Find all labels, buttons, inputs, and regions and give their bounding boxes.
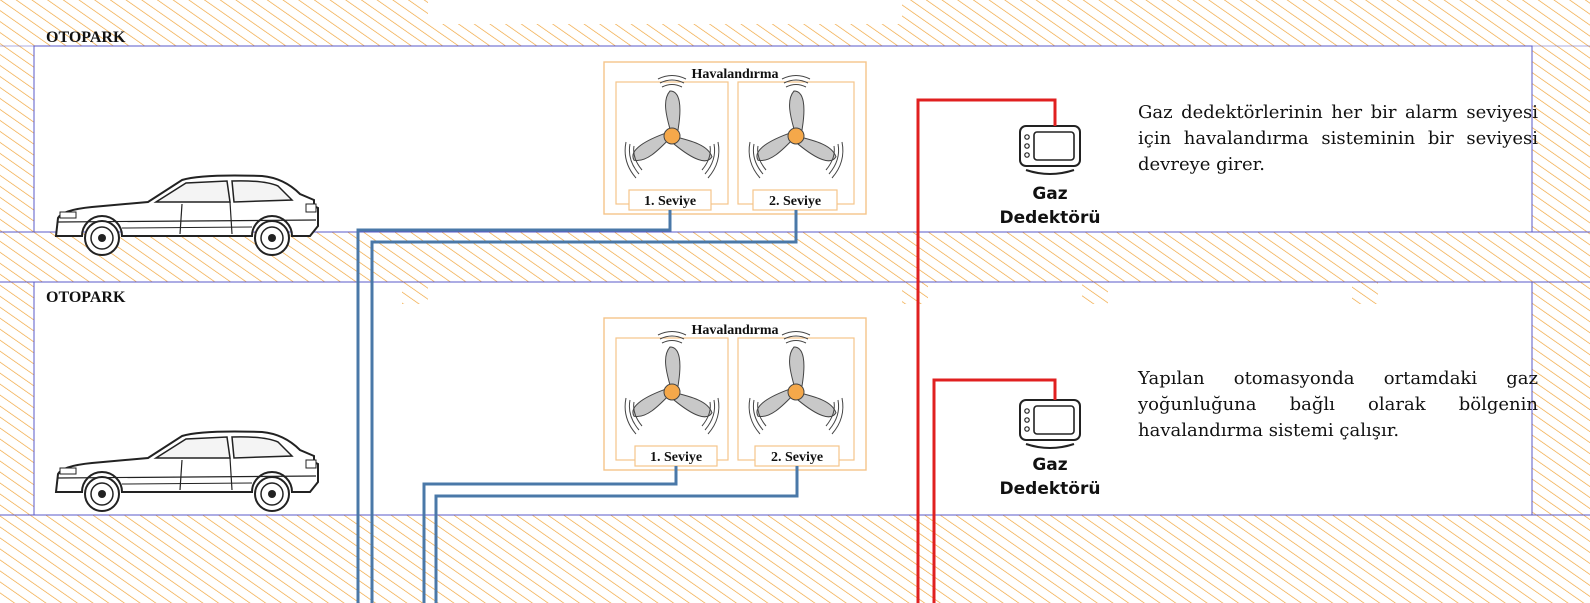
signal-wiring — [916, 98, 1057, 603]
detector-label-line1: Gaz — [1032, 184, 1067, 204]
detector-label-line2: Dedektörü — [1000, 479, 1101, 499]
level-1-label: 1. Seviye — [650, 450, 702, 465]
ventilation-group-top: Havalandırma 1. Seviye 2. Seviye — [603, 61, 867, 215]
gas-detector-icon — [1019, 399, 1081, 449]
gas-detector-bottom: Gaz Dedektörü — [1000, 399, 1101, 499]
control-line-top-l2 — [370, 210, 798, 603]
detector-label-line1: Gaz — [1032, 455, 1067, 475]
floor-label-top: OTOPARK — [46, 29, 126, 46]
description-top: Gaz dedektörlerinin her bir alarm seviye… — [1138, 102, 1538, 175]
ventilation-title: Havalandırma — [691, 67, 778, 82]
gas-detector-icon — [1019, 125, 1081, 175]
control-line-bottom-l1 — [422, 466, 678, 603]
ventilation-group-bottom: Havalandırma 1. Seviye 2. Seviye — [603, 317, 867, 471]
level-1-label: 1. Seviye — [644, 194, 696, 209]
control-wiring — [356, 210, 799, 603]
gas-detector-top: Gaz Dedektörü — [1000, 125, 1101, 228]
signal-line-bottom — [932, 378, 1057, 603]
signal-line-top — [916, 98, 1057, 603]
ventilation-title: Havalandırma — [691, 323, 778, 338]
description-bottom: Yapılan otomasyonda ortamdaki gaz yoğunl… — [1138, 368, 1538, 441]
level-2-label: 2. Seviye — [771, 450, 823, 465]
floor-label-bottom: OTOPARK — [46, 289, 126, 306]
level-2-label: 2. Seviye — [769, 194, 821, 209]
control-line-bottom-l2 — [434, 466, 799, 603]
control-line-top-l1 — [356, 210, 672, 603]
detector-label-line2: Dedektörü — [1000, 208, 1101, 228]
